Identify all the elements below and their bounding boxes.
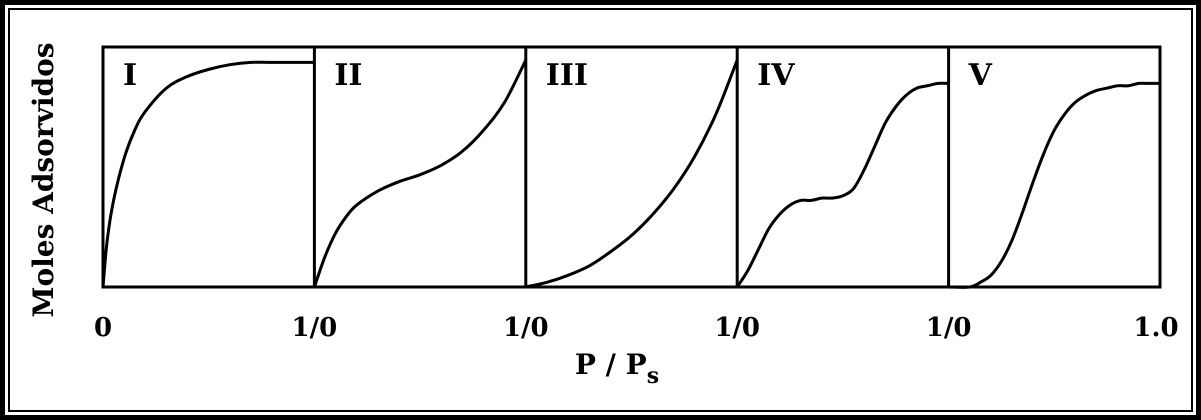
plot-frame: [101, 45, 1162, 289]
panel-label-V: V: [968, 58, 993, 93]
inner-border: [8, 8, 1193, 412]
x-tick-label-2: 1/0: [503, 313, 549, 343]
isotherm-curve-II: [312, 59, 528, 288]
panel-label-II: II: [334, 58, 362, 93]
y-axis-label: Moles Adsorvidos: [27, 42, 60, 317]
x-tick-label-0: 0: [94, 313, 112, 343]
x-tick-label-4: 1/0: [926, 313, 972, 343]
isotherm-curve-IV: [735, 81, 949, 288]
x-tick-labels: 0 1/0 1/0 1/0 1/0 1.0: [94, 313, 1179, 343]
panel-label-III: III: [546, 58, 588, 93]
x-tick-label-1: 1/0: [292, 313, 338, 343]
isotherm-curve-V: [948, 81, 1160, 289]
x-axis-label: P / Ps: [575, 348, 659, 389]
x-axis-label-main: P / P: [575, 348, 647, 381]
isotherm-curve-I: [101, 60, 315, 288]
x-tick-label-5: 1.0: [1133, 313, 1178, 343]
panel-label-IV: IV: [757, 58, 795, 93]
isotherm-curve-III: [525, 59, 739, 289]
panel-label-I: I: [123, 58, 137, 93]
x-axis-label-subscript: s: [647, 363, 659, 389]
x-tick-label-3: 1/0: [714, 313, 760, 343]
